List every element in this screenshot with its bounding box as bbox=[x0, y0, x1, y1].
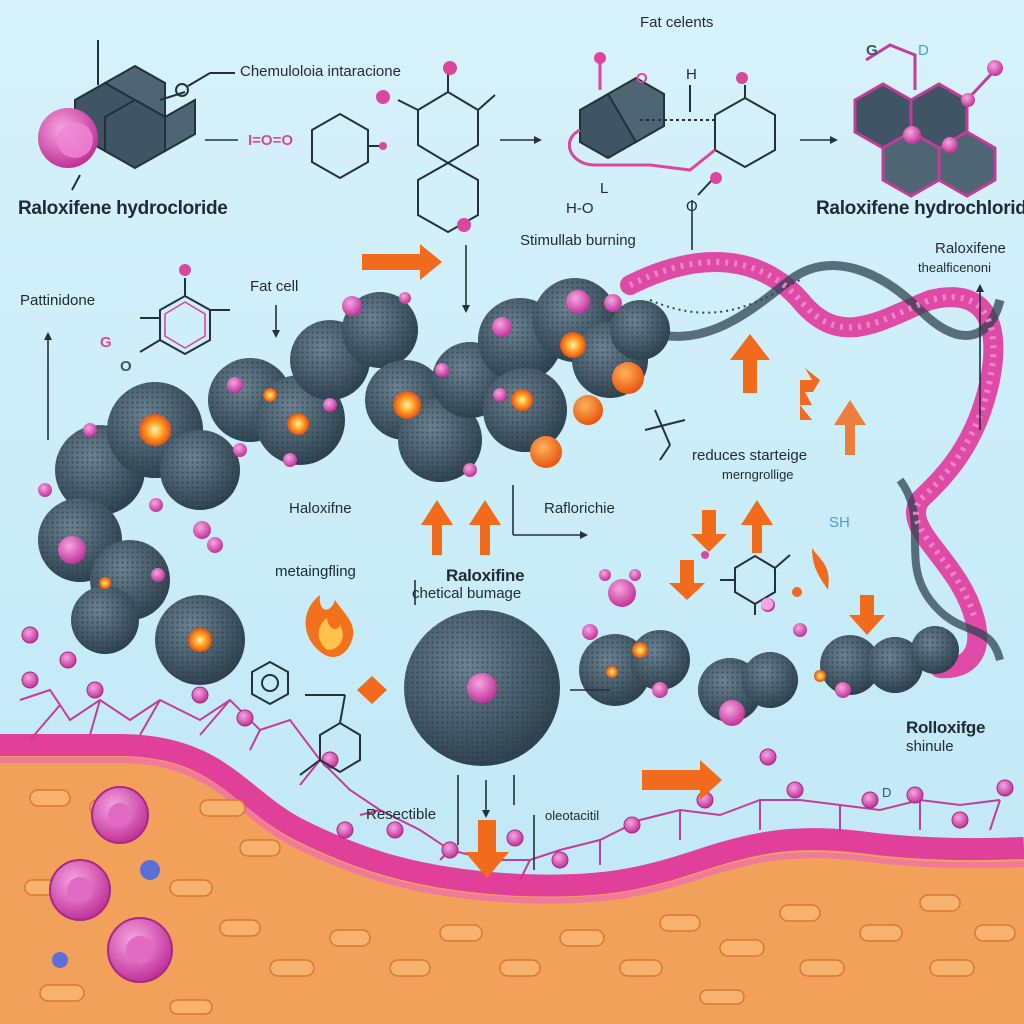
mark-h-o: H-O bbox=[566, 200, 594, 217]
mark-io-o: I=O=O bbox=[248, 132, 294, 149]
label-metabolic-storage: merngrollige bbox=[722, 467, 794, 482]
label-rolloxifge: Rolloxifge bbox=[906, 718, 986, 737]
molecule-top-center bbox=[376, 61, 496, 234]
label-raloxifene-therapeutic: Raloxifene bbox=[935, 240, 1006, 257]
label-d: D bbox=[882, 785, 892, 800]
tissue-layer bbox=[0, 734, 1024, 1024]
dna-helix bbox=[620, 252, 1005, 679]
molecule-bottom-left bbox=[251, 660, 361, 776]
label-resectible: Resectible bbox=[366, 806, 437, 823]
flow-arrows bbox=[44, 136, 984, 870]
label-fat-cell: Fat cell bbox=[250, 278, 299, 295]
label-stimulab-burning: Stimullab burning bbox=[520, 232, 636, 249]
mark-gs: G bbox=[100, 334, 112, 351]
mark-o-bottom: O bbox=[686, 198, 698, 215]
label-chemical-burnage: chetical bumage bbox=[412, 585, 522, 602]
orange-arrows bbox=[357, 244, 885, 878]
label-raloxifene-right: Raloxifene hydrochlorid bbox=[816, 198, 1024, 219]
small-cell-cluster bbox=[579, 569, 959, 726]
label-sh: SH bbox=[829, 514, 850, 531]
molecule-center-right bbox=[644, 409, 802, 615]
label-shinule: shinule bbox=[906, 738, 954, 755]
central-fat-cell bbox=[404, 610, 560, 766]
label-chemical-interaction: Chemuloloia intaracione bbox=[240, 63, 401, 80]
flame bbox=[305, 595, 354, 657]
molecule-top-right bbox=[853, 43, 1003, 198]
molecule-top-mid bbox=[567, 52, 776, 196]
label-raloxifene-therapeutic-sub: thealficenoni bbox=[918, 260, 991, 275]
mark-g: G bbox=[866, 42, 878, 59]
label-raflorichie: Raflorichie bbox=[544, 500, 615, 517]
mark-h: H bbox=[686, 66, 697, 83]
molecule-top-left bbox=[38, 40, 235, 191]
label-pattinidone: Pattinidone bbox=[20, 292, 96, 309]
label-haloxifine: Haloxifne bbox=[289, 500, 352, 517]
mark-o-small: O bbox=[120, 358, 132, 375]
label-fat-celents: Fat celents bbox=[640, 14, 714, 31]
molecule-benzene-small bbox=[311, 112, 387, 180]
molecule-left-mid bbox=[139, 264, 230, 356]
label-raloxifene-left: Raloxifene hydrocloride bbox=[18, 198, 228, 219]
label-metabolic: metaingfling bbox=[275, 563, 356, 580]
fat-cell-cluster bbox=[38, 278, 670, 685]
mark-l: L bbox=[600, 180, 609, 197]
label-raloxifine-center: Raloxifine bbox=[446, 566, 525, 585]
mark-d: D bbox=[918, 42, 929, 59]
mark-o-left: O bbox=[636, 70, 648, 87]
label-reduces-storage: reduces starteige bbox=[692, 447, 808, 464]
membrane-beads bbox=[21, 626, 1014, 869]
label-oleotacitil: oleotacitil bbox=[545, 808, 600, 823]
